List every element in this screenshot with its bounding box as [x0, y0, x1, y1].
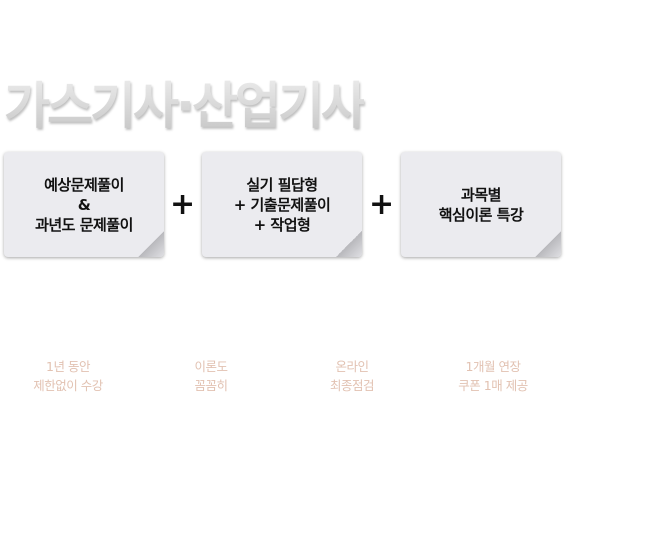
page-curl-icon — [336, 231, 362, 257]
plus-icon: + — [369, 187, 395, 222]
feature-line: 이론도 — [194, 359, 228, 374]
feature-final-check: 온라인 최종점검 — [282, 357, 422, 395]
box-line: 예상문제풀이 — [44, 175, 124, 194]
feature-unlimited: 1년 동안 제한없이 수강 — [0, 357, 138, 395]
feature-line: 쿠폰 1매 제공 — [458, 378, 528, 393]
plus-icon: + — [170, 187, 196, 222]
course-box-practical: 실기 필답형 + 기출문제풀이 + 작업형 — [202, 152, 362, 257]
feature-coupon: 1개월 연장 쿠폰 1매 제공 — [423, 357, 563, 395]
box-line: + 작업형 — [253, 215, 311, 234]
feature-line: 온라인 — [335, 359, 369, 374]
feature-line: 1개월 연장 — [465, 359, 521, 374]
course-box-problems: 예상문제풀이 & 과년도 문제풀이 — [4, 152, 164, 257]
box-line: 핵심이론 특강 — [438, 205, 524, 224]
box-line: 실기 필답형 — [246, 175, 318, 194]
feature-line: 꼼꼼히 — [194, 378, 228, 393]
feature-line: 제한없이 수강 — [33, 378, 103, 393]
box-line: 과목별 — [461, 185, 501, 204]
course-box-theory: 과목별 핵심이론 특강 — [401, 152, 561, 257]
page-curl-icon — [535, 231, 561, 257]
page-curl-icon — [138, 231, 164, 257]
box-line: & — [77, 195, 91, 214]
page-title: 가스기사·산업기사 — [4, 66, 367, 138]
feature-theory: 이론도 꼼꼼히 — [141, 357, 281, 395]
box-line: 과년도 문제풀이 — [35, 215, 133, 234]
feature-line: 최종점검 — [329, 378, 375, 393]
feature-line: 1년 동안 — [46, 359, 90, 374]
box-line: + 기출문제풀이 — [233, 195, 331, 214]
